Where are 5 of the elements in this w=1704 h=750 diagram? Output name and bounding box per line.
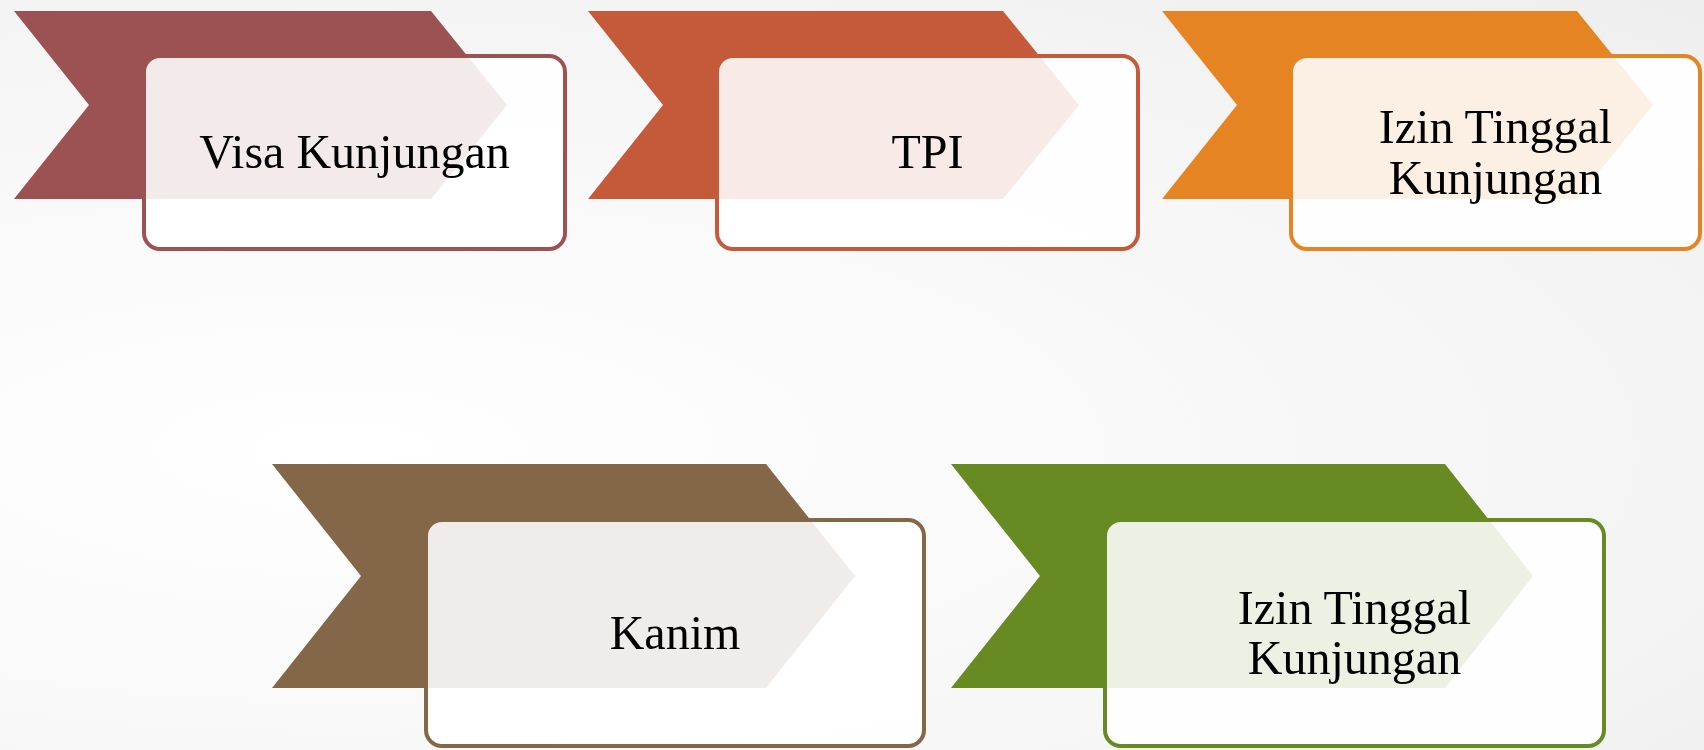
box-label: Kanim	[609, 607, 741, 659]
box-label: Visa Kunjungan	[199, 127, 510, 178]
box-label: Izin Tinggal Kunjungan	[1236, 582, 1473, 684]
box-label: TPI	[891, 127, 964, 178]
box-label: Izin Tinggal Kunjungan	[1377, 102, 1614, 203]
